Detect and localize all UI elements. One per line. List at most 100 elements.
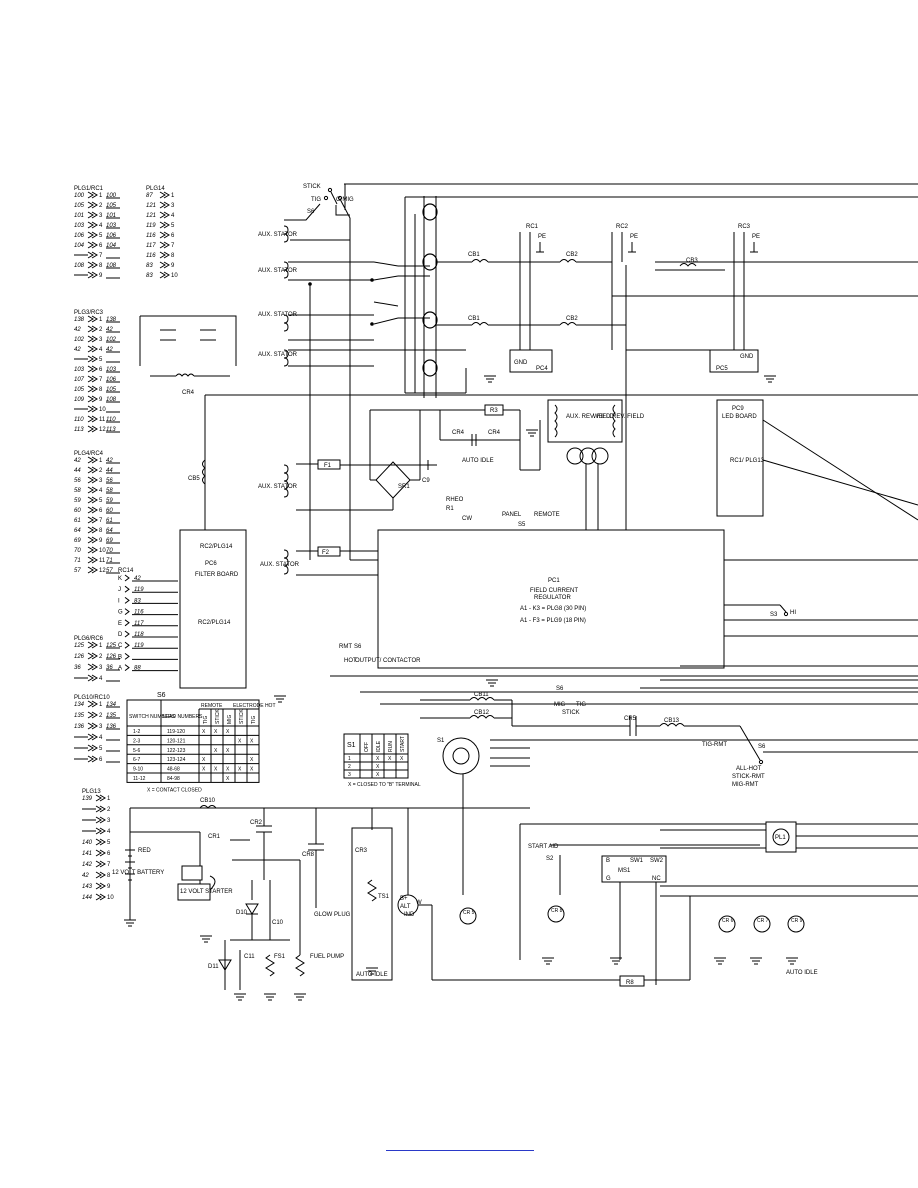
plg3-pin-number: 1: [99, 317, 103, 323]
pc1-line1: FIELD CURRENT: [530, 588, 578, 594]
plg14-pin-wire: 87: [146, 193, 153, 199]
plg6-pin-wire: 126: [74, 654, 85, 660]
plg1-pin-wire-out: 106: [106, 233, 117, 239]
plg4-pin-arrow: [87, 456, 98, 464]
pl1-label: PL1: [775, 835, 786, 841]
b-plus-label: B+: [400, 896, 408, 902]
c9-label: C9: [422, 478, 430, 484]
output-contactor-label: OUTPUT/ CONTACTOR: [355, 658, 421, 664]
s1-table-colhead: OFF: [364, 742, 370, 752]
plg13-pin-arrow: [95, 838, 106, 846]
s1-switch-label: S1: [437, 738, 445, 744]
s6-table-cell: 122-123: [167, 748, 186, 754]
s1-table-cell: X: [388, 756, 392, 762]
pc9-subtitle: LED BOARD: [722, 414, 757, 420]
s3-label: S3: [770, 612, 778, 618]
s6-table-cell: X: [202, 729, 206, 735]
plg3-pin-row: 10: [74, 405, 120, 413]
plg4-pin-wire: 61: [74, 518, 81, 524]
plg14-title: PLG14: [146, 186, 165, 192]
footer-link-underline[interactable]: [386, 1150, 534, 1151]
plg6-pin-arrow: [87, 663, 98, 671]
d10-label: D10: [236, 910, 248, 916]
cr4-label: CR4: [182, 390, 195, 396]
pc6-port-mid: RC2/PLG14: [198, 620, 231, 626]
plg3-pin-arrow: [87, 365, 98, 373]
plg14-pin-wire: 117: [146, 243, 156, 249]
plg4-pin-wire-out: 57: [106, 568, 113, 574]
starter-label: 12 VOLT STARTER: [180, 889, 233, 895]
s6-table-cell: X: [238, 738, 242, 744]
plg13-pin-row: 4: [82, 827, 111, 835]
s6-table-subhead: MIG: [227, 714, 233, 724]
plg1-pin-wire: 106: [74, 233, 85, 239]
pc6-title: PC6: [205, 561, 217, 567]
plg13-pin-number: 8: [107, 873, 111, 879]
plg3-pin-arrow: [87, 355, 98, 363]
plg3-pin-arrow: [87, 345, 98, 353]
plg13-pin-number: 5: [107, 840, 111, 846]
plg13-pin-arrow: [95, 871, 106, 879]
s6-table-cell: 119-120: [167, 729, 185, 735]
aux-stator-label-5: AUX. STATOR: [258, 484, 298, 490]
cr-coil-label-2: CR 8: [551, 908, 563, 914]
plg4-pin-arrow: [87, 486, 98, 494]
plg4-pin-arrow: [87, 466, 98, 474]
plg6-pin-row: 4: [74, 674, 120, 682]
plg3-pin-wire-out: 105: [106, 387, 117, 393]
plg3-pin-row: 5: [74, 355, 120, 363]
r1-label: R1: [446, 506, 454, 512]
c11-label: C11: [244, 954, 255, 960]
d11-label: D11: [208, 964, 219, 970]
plg3-pin-wire-out: 42: [106, 347, 113, 353]
s6-table-col1: SWITCH NUMBERS: [129, 714, 176, 720]
plg14-pin-number: 8: [171, 253, 175, 259]
plg10-pin-arrow: [87, 700, 98, 708]
rc14-pin-row: B: [118, 653, 178, 660]
ground-symbols: [124, 375, 798, 1001]
ind-label: IND: [404, 912, 415, 918]
plg10-pin-arrow: [87, 711, 98, 719]
plg1-pin-row: 7: [74, 251, 120, 259]
s1-table-title: S1: [347, 742, 356, 749]
plg1-pin-arrow: [87, 221, 98, 229]
s6-table-cell: 5-6: [133, 748, 140, 754]
s6-table-cell: X: [202, 767, 206, 773]
plg1-pin-wire-out: 100: [106, 193, 117, 199]
plg13-pin-wire: 144: [82, 895, 93, 901]
plg10-pin-number: 3: [99, 724, 103, 730]
plg6-pin-arrow: [87, 674, 98, 682]
s6-table-cell: 2-3: [133, 738, 140, 744]
plg3-pin-wire: 107: [74, 377, 85, 383]
rc14-pin-wire: 42: [134, 576, 141, 582]
plg1-pin-wire: 104: [74, 243, 85, 249]
s6-table-electrode-head: ELECTRODE HOT: [233, 703, 276, 709]
s6-table-cell: 1-2: [133, 729, 140, 735]
plg3-pin-number: 10: [99, 407, 106, 413]
plg1-pin-number: 2: [99, 203, 103, 209]
cr4-label-c: CR4: [488, 430, 501, 436]
plg4-pin-wire: 70: [74, 548, 81, 554]
cr-coil-label-5: CR 9: [791, 918, 803, 924]
plg6-pin-number: 2: [99, 654, 103, 660]
plg14-pin-arrow: [159, 251, 170, 259]
plg3-pin-arrow: [87, 375, 98, 383]
fuel-pump-label: FUEL PUMP: [310, 954, 344, 960]
plg4-pin-wire-out: 70: [106, 548, 113, 554]
cr1-label: CR1: [208, 834, 221, 840]
plg4-pin-number: 8: [99, 528, 103, 534]
plg1-pin-arrow: [87, 251, 98, 259]
